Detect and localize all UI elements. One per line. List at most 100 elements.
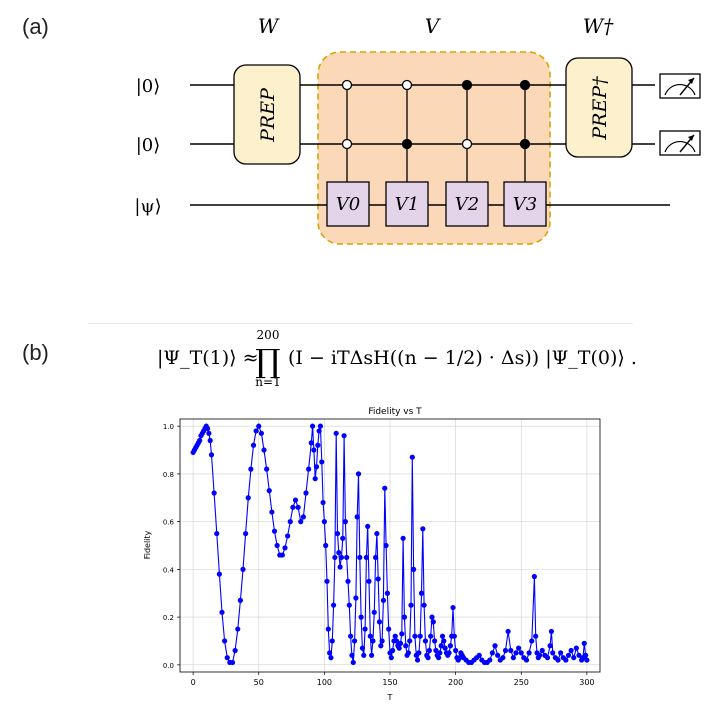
data-point — [531, 573, 537, 580]
data-point — [323, 542, 329, 549]
x-tick-label: 0 — [191, 678, 196, 687]
data-point — [437, 650, 443, 656]
data-point — [336, 550, 342, 556]
data-point — [390, 647, 396, 654]
data-point — [384, 590, 390, 596]
data-point — [207, 437, 213, 444]
data-point — [416, 650, 422, 656]
data-point — [349, 652, 355, 658]
data-point — [354, 514, 360, 520]
equation-product-lower: n=1 — [255, 375, 280, 388]
data-point — [319, 459, 325, 465]
data-point — [442, 645, 448, 651]
data-point — [214, 530, 220, 537]
data-point — [407, 638, 413, 644]
data-point — [344, 554, 350, 561]
data-point — [245, 495, 251, 501]
data-point — [258, 430, 264, 436]
prep-label: PREP — [257, 87, 279, 143]
panel-label-a: (a) — [22, 14, 49, 39]
data-point — [401, 614, 408, 620]
data-point — [388, 655, 394, 661]
data-point — [346, 602, 352, 608]
data-point — [325, 626, 331, 632]
control-filled-dot — [519, 79, 531, 91]
data-point — [240, 566, 246, 572]
data-point — [208, 452, 215, 458]
data-point — [351, 638, 358, 644]
data-point — [571, 655, 577, 661]
data-point — [290, 504, 296, 510]
data-point — [500, 655, 506, 661]
data-point — [328, 655, 334, 661]
x-tick-label: 200 — [448, 678, 463, 687]
product-symbol-icon: ∏ — [255, 342, 280, 380]
section-wdag-label: W† — [583, 14, 615, 38]
equation-lhs: |Ψ_T(1)⟩ ≈ — [157, 347, 259, 369]
divider — [88, 323, 633, 324]
data-point — [229, 659, 236, 666]
data-point — [584, 657, 590, 663]
data-point — [211, 490, 217, 496]
data-point — [269, 509, 275, 515]
data-point — [399, 631, 405, 637]
data-point — [426, 647, 432, 654]
control-filled-dot — [519, 138, 531, 150]
equation-product-upper: 200 — [257, 328, 280, 342]
data-point — [321, 519, 327, 525]
wire-label-q2: |0⟩ — [136, 135, 161, 156]
data-point — [429, 614, 435, 620]
data-point — [333, 430, 339, 436]
data-point — [414, 657, 421, 663]
unitary-v0-box — [326, 181, 370, 227]
chart-series — [190, 423, 590, 666]
data-point — [513, 650, 519, 656]
data-point — [216, 571, 222, 577]
data-point — [420, 526, 426, 532]
chart-ylabel: Fidelity — [143, 530, 152, 559]
data-point — [197, 437, 203, 444]
unitary-v2-box — [445, 181, 489, 227]
measurement-meter-icon — [659, 130, 701, 156]
data-point — [573, 645, 579, 651]
data-point — [285, 533, 291, 539]
equation: |Ψ_T(1)⟩ ≈ 200 ∏ n=1 (I − iTΔsH((n − 1/2… — [157, 328, 637, 388]
y-tick-label: 0.0 — [163, 662, 174, 670]
data-point — [393, 638, 400, 644]
x-tick-label: 50 — [254, 678, 264, 687]
data-point — [340, 535, 346, 541]
data-point — [450, 604, 456, 611]
data-point — [253, 428, 259, 434]
data-point — [412, 633, 418, 639]
data-point — [264, 466, 270, 472]
data-point — [222, 638, 228, 644]
data-point — [518, 650, 524, 656]
data-point — [408, 602, 414, 608]
wire-label-q1: |0⟩ — [136, 76, 161, 97]
data-point — [576, 652, 582, 658]
measurement-meter-icon — [659, 73, 701, 99]
data-point — [370, 638, 376, 644]
data-point — [341, 433, 347, 439]
unitary-v3-box — [503, 181, 547, 227]
data-point — [372, 554, 379, 561]
data-point — [405, 650, 411, 656]
y-tick-label: 0.6 — [163, 519, 175, 527]
data-point — [418, 590, 425, 596]
data-point — [232, 647, 238, 654]
data-point — [313, 464, 320, 470]
data-point — [383, 542, 389, 549]
data-point — [453, 647, 459, 654]
data-point — [219, 609, 225, 615]
data-point — [237, 597, 243, 603]
data-point — [279, 552, 285, 558]
control-open-dot — [461, 138, 473, 150]
data-point — [438, 643, 444, 649]
data-point — [539, 647, 545, 654]
data-point — [508, 647, 514, 654]
chart-xlabel: T — [387, 693, 393, 702]
data-point — [248, 466, 254, 472]
data-point — [359, 645, 366, 651]
y-tick-label: 0.2 — [163, 614, 174, 622]
